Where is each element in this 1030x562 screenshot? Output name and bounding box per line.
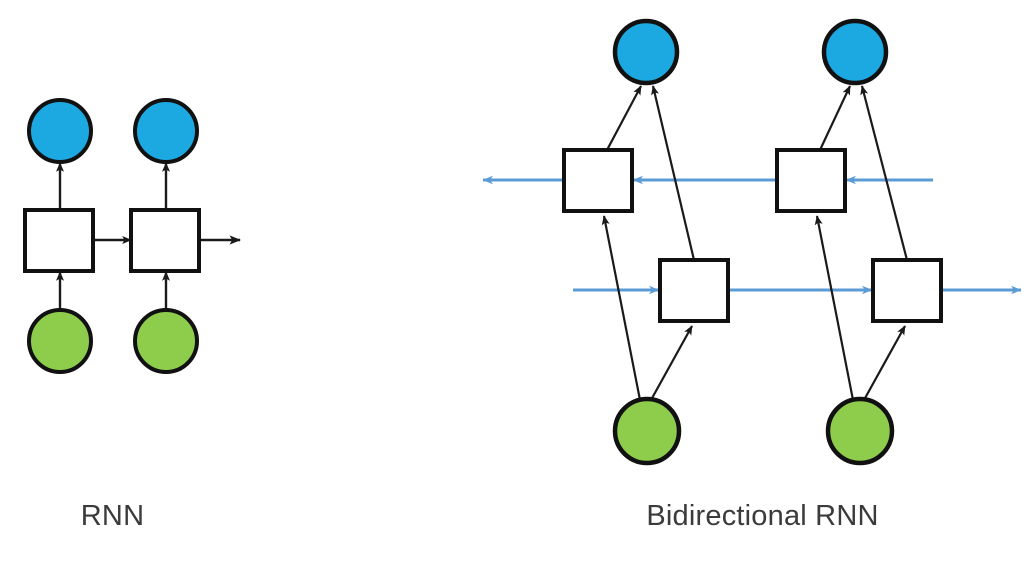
input-node-1 — [27, 308, 93, 374]
input-node-2 — [133, 308, 199, 374]
rnn-input-edges — [56, 271, 171, 310]
output-node-1 — [27, 98, 93, 164]
output-node-2 — [133, 98, 199, 164]
backward-box-1 — [562, 148, 634, 213]
brnn-output-edges — [606, 85, 909, 261]
input-node-1 — [612, 396, 682, 466]
edge-forward1-output1 — [651, 85, 696, 261]
edge-forward2-output2 — [860, 85, 909, 261]
brnn-input-edges — [601, 215, 906, 401]
diagram-bidirectional-rnn — [482, 18, 1022, 466]
hidden-box-1 — [23, 208, 95, 273]
edge-input2-backward2 — [814, 215, 855, 401]
hidden-box-2 — [129, 208, 201, 273]
rnn-output-edges — [56, 162, 171, 210]
edge-input1-forward1 — [650, 325, 693, 401]
output-node-2 — [821, 18, 889, 86]
diagram-rnn — [23, 98, 241, 374]
caption-rnn: RNN — [80, 500, 145, 532]
edge-backward2-output2 — [819, 85, 851, 151]
forward-box-2 — [871, 258, 943, 323]
output-node-1 — [612, 18, 680, 86]
edge-backward1-output1 — [606, 85, 642, 151]
edge-input1-backward1 — [601, 215, 642, 401]
caption-bidirectional-rnn: Bidirectional RNN — [646, 500, 879, 532]
edge-input2-forward2 — [863, 325, 906, 401]
input-node-2 — [825, 396, 895, 466]
forward-box-1 — [658, 258, 730, 323]
backward-box-2 — [775, 148, 847, 213]
